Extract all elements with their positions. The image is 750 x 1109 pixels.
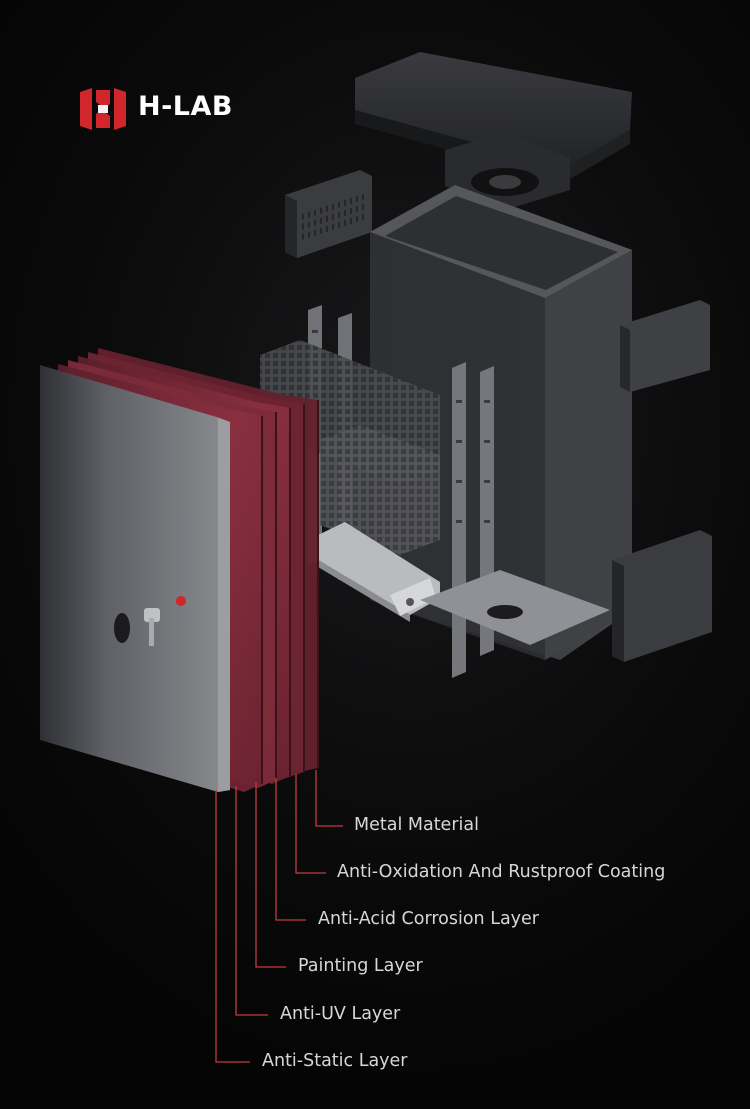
front-door-panel <box>40 365 230 792</box>
layer-label-metal-material: Metal Material <box>354 814 479 836</box>
layer-label-painting: Painting Layer <box>298 955 423 977</box>
side-panel-right-upper <box>620 300 710 392</box>
layer-label-anti-oxidation: Anti-Oxidation And Rustproof Coating <box>337 861 665 883</box>
indicator-light-icon <box>176 596 186 606</box>
layer-label-anti-static: Anti-Static Layer <box>262 1050 408 1072</box>
layer-label-anti-uv: Anti-UV Layer <box>280 1003 400 1025</box>
layer-label-anti-acid: Anti-Acid Corrosion Layer <box>318 908 539 930</box>
vent-box-left <box>285 170 372 258</box>
